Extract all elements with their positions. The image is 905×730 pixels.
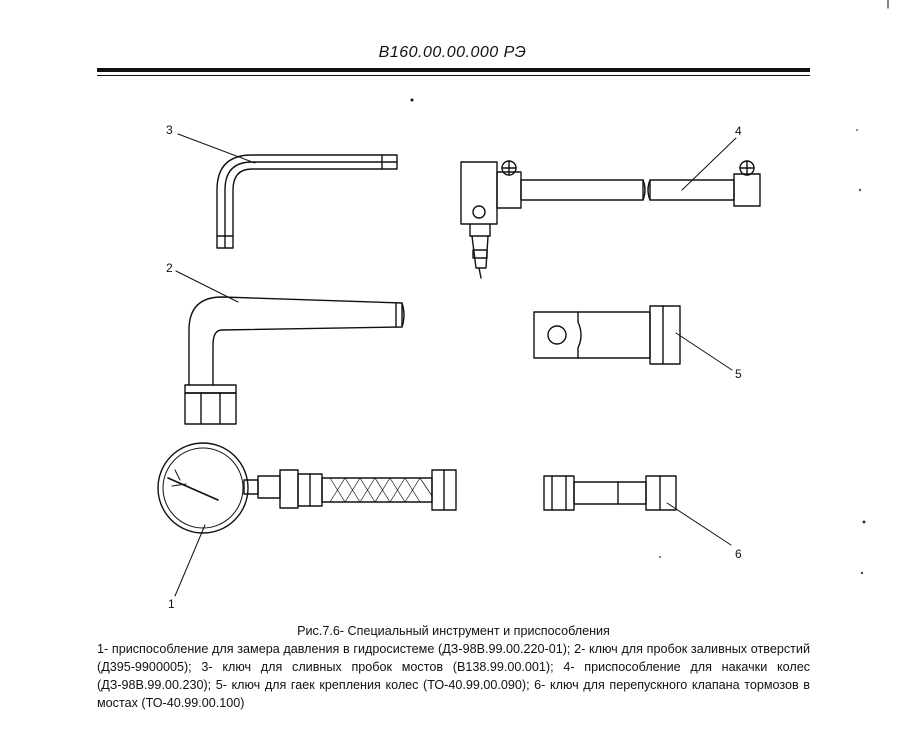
callout-1: 1	[168, 597, 175, 611]
callout-3: 3	[166, 123, 173, 137]
tool-1-pressure-gauge-fixture	[157, 442, 457, 597]
tool-2-filler-plug-key	[175, 270, 405, 425]
header-rule-thin	[97, 75, 810, 76]
callout-6: 6	[735, 547, 742, 561]
callout-2: 2	[166, 261, 173, 275]
caption-title: Рис.7.6- Специальный инструмент и приспо…	[297, 624, 610, 638]
callout-5: 5	[735, 367, 742, 381]
caption-body: 1- приспособление для замера давления в …	[97, 642, 810, 710]
tool-6-brake-valve-key	[543, 475, 732, 546]
tool-3-drain-plug-key	[177, 133, 398, 249]
figure-caption: Рис.7.6- Специальный инструмент и приспо…	[97, 622, 810, 712]
technical-drawing: 3 2 1 4 5 6	[157, 0, 889, 611]
tool-4-wheel-inflation-fixture	[460, 137, 761, 279]
document-code: В160.00.00.000 РЭ	[378, 44, 527, 61]
callout-4: 4	[735, 124, 742, 138]
tool-5-wheel-nut-key	[533, 305, 733, 371]
header-rule-thick	[97, 68, 810, 72]
